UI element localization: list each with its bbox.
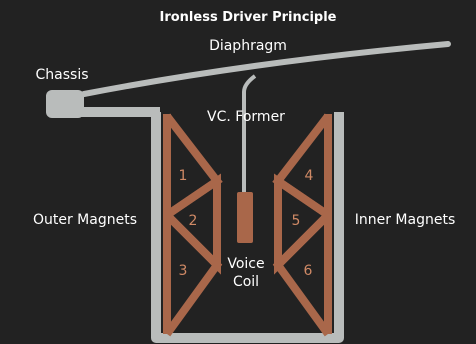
voice-coil-label-line1: Voice xyxy=(227,256,264,272)
chassis-arm xyxy=(80,107,160,117)
voice-coil xyxy=(237,192,253,243)
diagram-title: Ironless Driver Principle xyxy=(160,10,337,25)
vc-former-label: VC. Former xyxy=(207,109,285,125)
vc-former-connector xyxy=(242,74,257,192)
diaphragm-label: Diaphragm xyxy=(209,38,287,54)
outer-magnet-stack xyxy=(163,113,223,337)
magnet-number-4: 4 xyxy=(305,168,314,184)
magnet-number-1: 1 xyxy=(179,168,188,184)
magnet-number-6: 6 xyxy=(304,263,313,279)
chassis-label: Chassis xyxy=(36,67,89,83)
inner-magnets-label: Inner Magnets xyxy=(355,212,456,228)
inner-magnet-6 xyxy=(272,212,332,337)
outer-magnet-3 xyxy=(163,212,223,337)
inner-magnet-stack xyxy=(272,113,332,337)
voice-coil-label-line2: Coil xyxy=(233,274,259,290)
magnet-number-5: 5 xyxy=(292,213,301,229)
diaphragm-curve xyxy=(81,41,451,97)
outer-frame xyxy=(151,112,344,343)
magnet-number-2: 2 xyxy=(189,213,198,229)
magnet-number-3: 3 xyxy=(179,263,188,279)
outer-magnets-label: Outer Magnets xyxy=(33,212,137,228)
chassis-block xyxy=(46,90,84,118)
